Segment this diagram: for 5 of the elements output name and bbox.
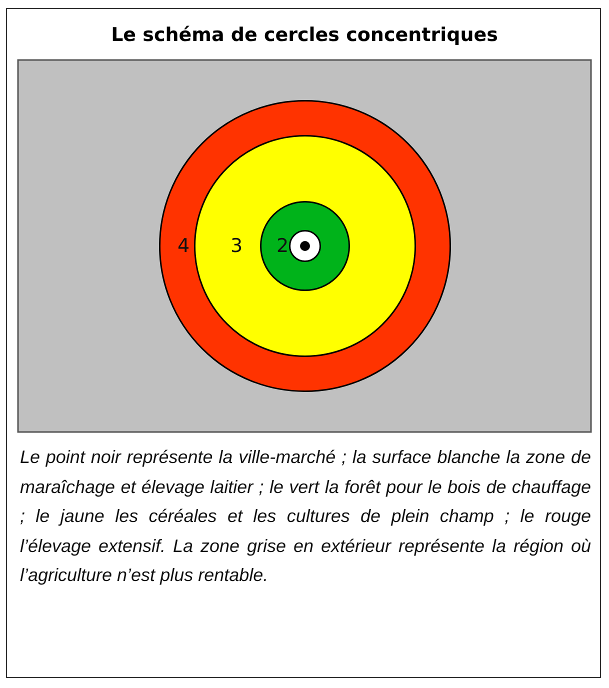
caption-paragraph: Le point noir représente la ville-marché ; la surface blanche la zone de maraîchage et élevage laitier ; le vert la forêt pour le bois de chauffage ; le jaune les céréales et les cultures de plein champ ; le rouge l’élevage extensif. La zone grise en extérieur représente la région où l’agriculture n’est plus rentable. — [20, 446, 591, 587]
zone-number: 4 — [177, 235, 190, 257]
zone-number: 3 — [230, 235, 243, 257]
diagram-title: Le schéma de cercles concentriques — [110, 24, 499, 46]
zone-number: 2 — [276, 235, 289, 257]
